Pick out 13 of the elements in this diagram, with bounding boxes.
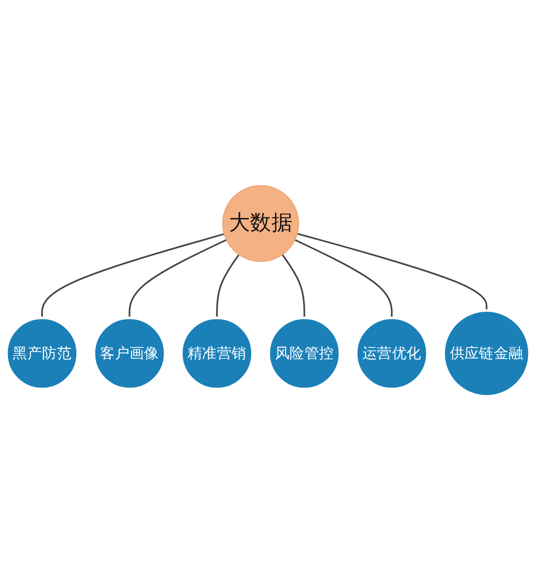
connector <box>216 254 240 318</box>
connector <box>41 233 224 318</box>
node-circle: 精准营销 <box>180 316 254 390</box>
node-circle: 黑产防范 <box>5 316 79 390</box>
node-circle: 供应链金融 <box>442 309 531 398</box>
connector <box>294 239 393 318</box>
node-circle: 运营优化 <box>355 316 429 390</box>
node-circle: 客户画像 <box>92 316 166 390</box>
connector <box>282 254 306 318</box>
connector <box>297 232 488 311</box>
node-circle: 大数据 <box>222 185 300 262</box>
connector <box>128 239 227 318</box>
node-circle: 风险管控 <box>268 316 342 390</box>
